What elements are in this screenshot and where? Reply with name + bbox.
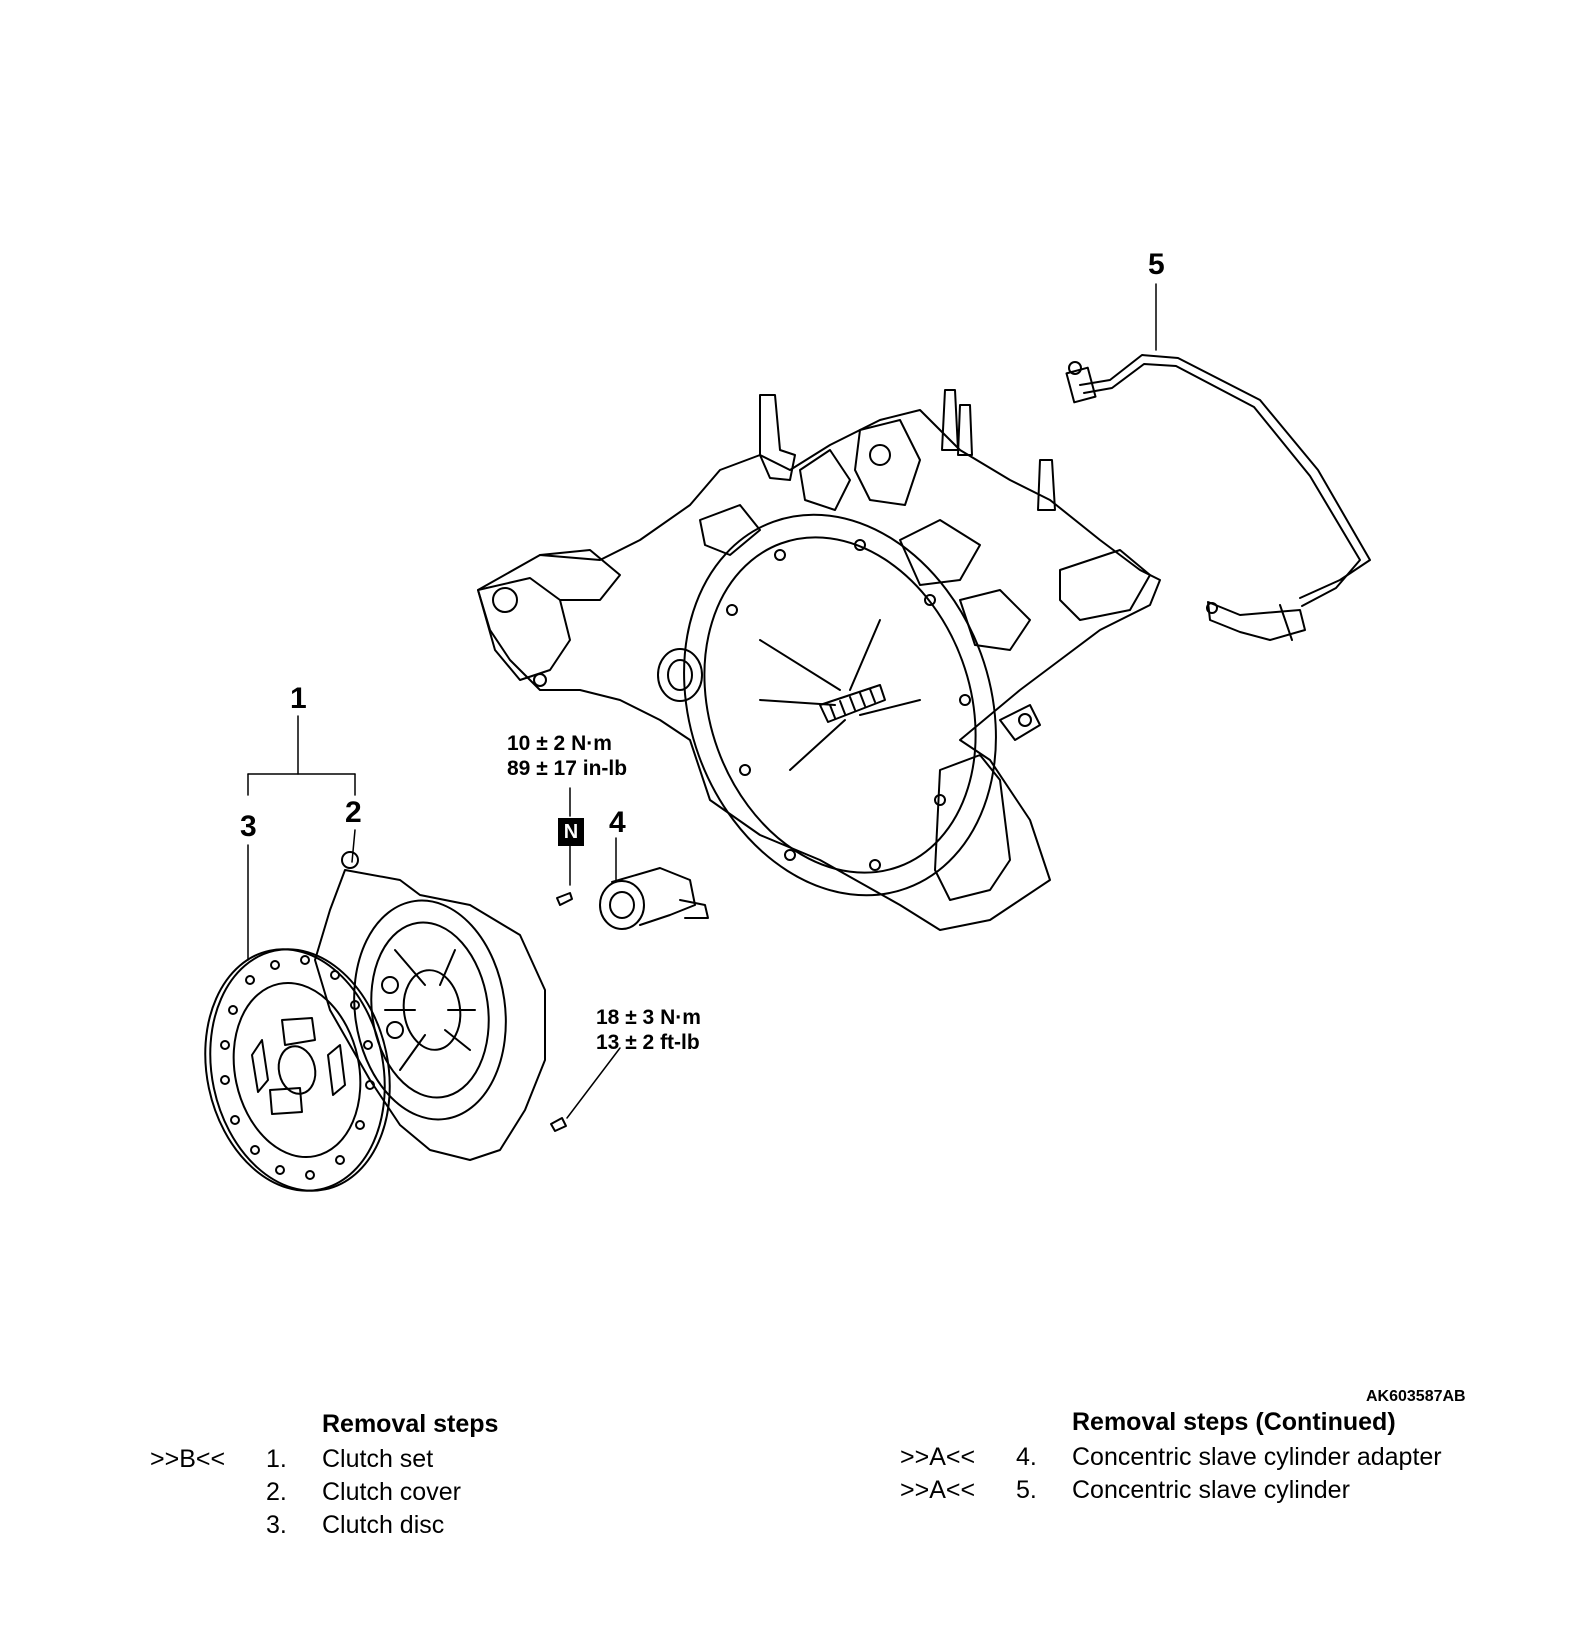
callout-4: 4 — [609, 806, 626, 839]
leader-lines — [247, 283, 1157, 1119]
callout-5: 5 — [1148, 248, 1165, 281]
step-label: Clutch disc — [322, 1511, 445, 1539]
removal-step-row: 3. Clutch disc — [150, 1509, 498, 1542]
step-number: 3. — [266, 1511, 287, 1539]
transaxle-case — [477, 389, 1161, 931]
slave-cylinder-line — [1065, 354, 1371, 641]
clutch-disc — [204, 948, 391, 1192]
step-number: 4. — [1016, 1443, 1037, 1471]
service-mark: >>A<< — [900, 1476, 976, 1504]
torque-spec-imperial: 89 ± 17 in-lb — [507, 757, 628, 780]
step-label: Concentric slave cylinder adapter — [1072, 1443, 1442, 1471]
step-number: 5. — [1016, 1476, 1037, 1504]
figure-code: AK603587AB — [1366, 1388, 1466, 1405]
torque-spec-cover-bolt: 18 ± 3 N·m 13 ± 2 ft-lb — [596, 1005, 701, 1055]
cover-bolt — [550, 1117, 567, 1132]
removal-steps-right: Removal steps (Continued) >>A<< 4. Conce… — [900, 1408, 1442, 1507]
removal-step-row: 2. Clutch cover — [150, 1476, 498, 1509]
service-mark: >>B<< — [150, 1445, 226, 1473]
removal-steps-left: Removal steps >>B<< 1. Clutch set 2. Clu… — [150, 1410, 498, 1542]
removal-steps-header: Removal steps — [322, 1410, 499, 1438]
torque-spec-metric: 10 ± 2 N·m — [507, 732, 612, 755]
service-mark: >>A<< — [900, 1443, 976, 1471]
step-label: Clutch set — [322, 1445, 434, 1473]
slave-cylinder-adapter — [599, 867, 709, 930]
torque-spec-metric: 18 ± 3 N·m — [596, 1006, 701, 1029]
removal-step-row: >>A<< 4. Concentric slave cylinder adapt… — [900, 1441, 1442, 1474]
torque-spec-small-bolt: 10 ± 2 N·m 89 ± 17 in-lb — [507, 731, 627, 781]
callout-2: 2 — [345, 796, 362, 829]
step-label: Clutch cover — [322, 1478, 461, 1506]
removal-step-row: >>A<< 5. Concentric slave cylinder — [900, 1474, 1442, 1507]
callout-1: 1 — [290, 682, 307, 715]
removal-steps-header: Removal steps (Continued) — [1072, 1408, 1396, 1436]
step-label: Concentric slave cylinder — [1072, 1476, 1350, 1504]
torque-spec-imperial: 13 ± 2 ft-lb — [596, 1031, 700, 1054]
clutch-cover — [314, 851, 546, 1161]
small-bolt — [556, 892, 573, 906]
step-number: 2. — [266, 1478, 287, 1506]
callout-3: 3 — [240, 810, 257, 843]
step-number: 1. — [266, 1445, 287, 1473]
removal-step-row: >>B<< 1. Clutch set — [150, 1443, 498, 1476]
n-symbol-box: N — [558, 818, 584, 846]
